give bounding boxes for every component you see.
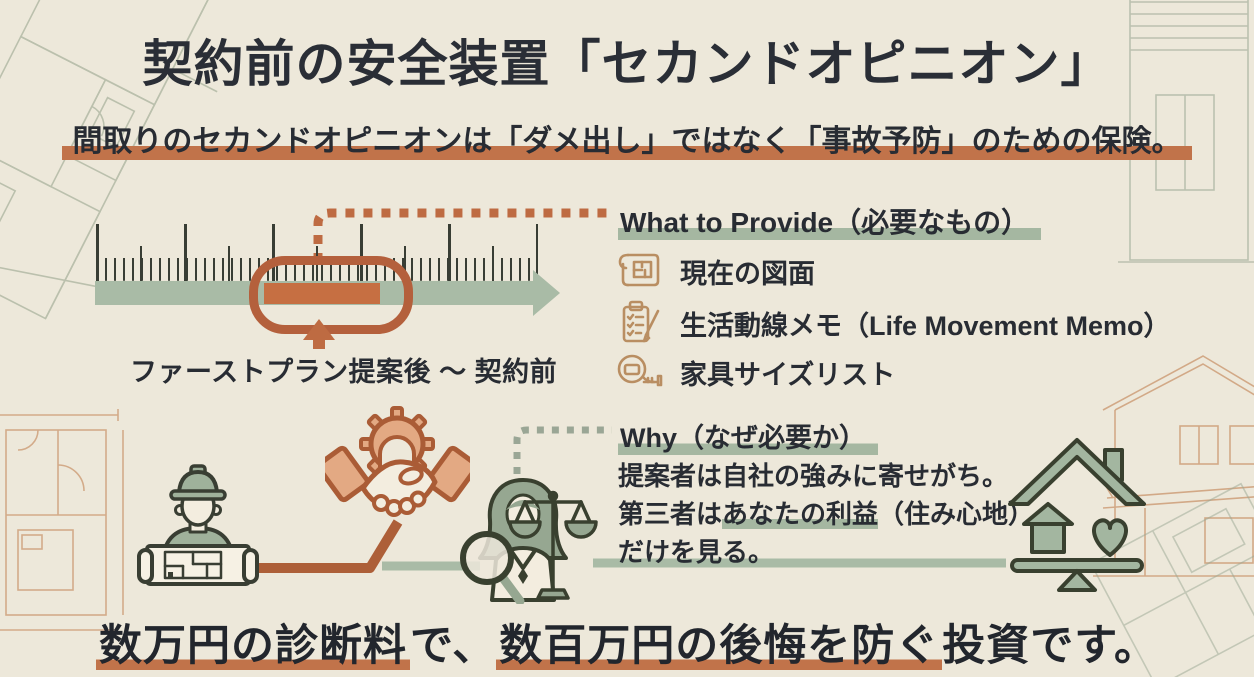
connector-orange-line [250,519,403,573]
timeline-arrowhead [533,270,560,316]
footer-underlined-1: 数万円の診断料 [96,622,410,670]
timeline-pointer-arrow-stem [313,338,325,349]
timeline-highlight-block [264,283,380,304]
provide-item-label: 現在の図面 [680,258,815,289]
dotted-connector-timeline-to-provide [313,208,612,262]
footer-headline: 数万円の診断料で、数百万円の後悔を防ぐ投資です。 [0,611,1254,673]
blueprint-scroll-icon [618,253,660,287]
provide-heading: What to Provide（必要なもの） [618,201,1042,241]
house-heart-balance-icon [1002,424,1154,592]
subtitle: 間取りのセカンドオピニオンは「ダメ出し」ではなく「事故予防」のための保険。 [0,116,1254,160]
why-highlight: あなたの利益 [722,499,879,529]
why-body-text: 提案者は自社の強みに寄せがち。 第三者はあなたの利益（住み心地） だけを見る。 [618,457,1038,571]
handshake-gear-icon [325,402,470,537]
page-title: 契約前の安全装置「セカンドオピニオン」 [142,36,1112,92]
tape-measure-icon [617,354,663,387]
bg-floorplan-sketch-bottomright [1089,482,1254,677]
bg-floorplan-sketch-bottomleft [0,409,124,631]
timeline-pointer-arrow-icon [303,319,335,340]
why-line-1: 提案者は自社の強みに寄せがち。 [618,461,1009,491]
consultant-with-scales-icon [450,478,600,604]
dotted-connector-consultant-to-why [513,426,612,474]
subtitle-text: 間取りのセカンドオピニオンは「ダメ出し」ではなく「事故予防」のための保険。 [62,123,1192,160]
provide-item: 現在の図面 [616,248,815,294]
provide-item-label: 生活動線メモ（Life Movement Memo） [680,310,1171,341]
why-heading: Why（なぜ必要か） [618,416,878,455]
why-line-3: だけを見る。 [618,537,775,567]
provide-item: 家具サイズリスト [614,350,895,394]
checklist-memo-icon [622,300,660,343]
footer-underlined-2: 数百万円の後悔を防ぐ [496,622,943,670]
bg-house-sketch-topright [1118,0,1254,263]
provide-item-label: 家具サイズリスト [680,359,896,390]
timeline-ruler-ticks [96,224,538,281]
architect-with-blueprint-icon [133,460,263,592]
timeline-label: ファーストプラン提案後 ～ 契約前 [130,357,558,387]
provide-item: 生活動線メモ（Life Movement Memo） [616,299,1171,347]
why-line-2: 第三者はあなたの利益（住み心地） [618,499,1035,529]
